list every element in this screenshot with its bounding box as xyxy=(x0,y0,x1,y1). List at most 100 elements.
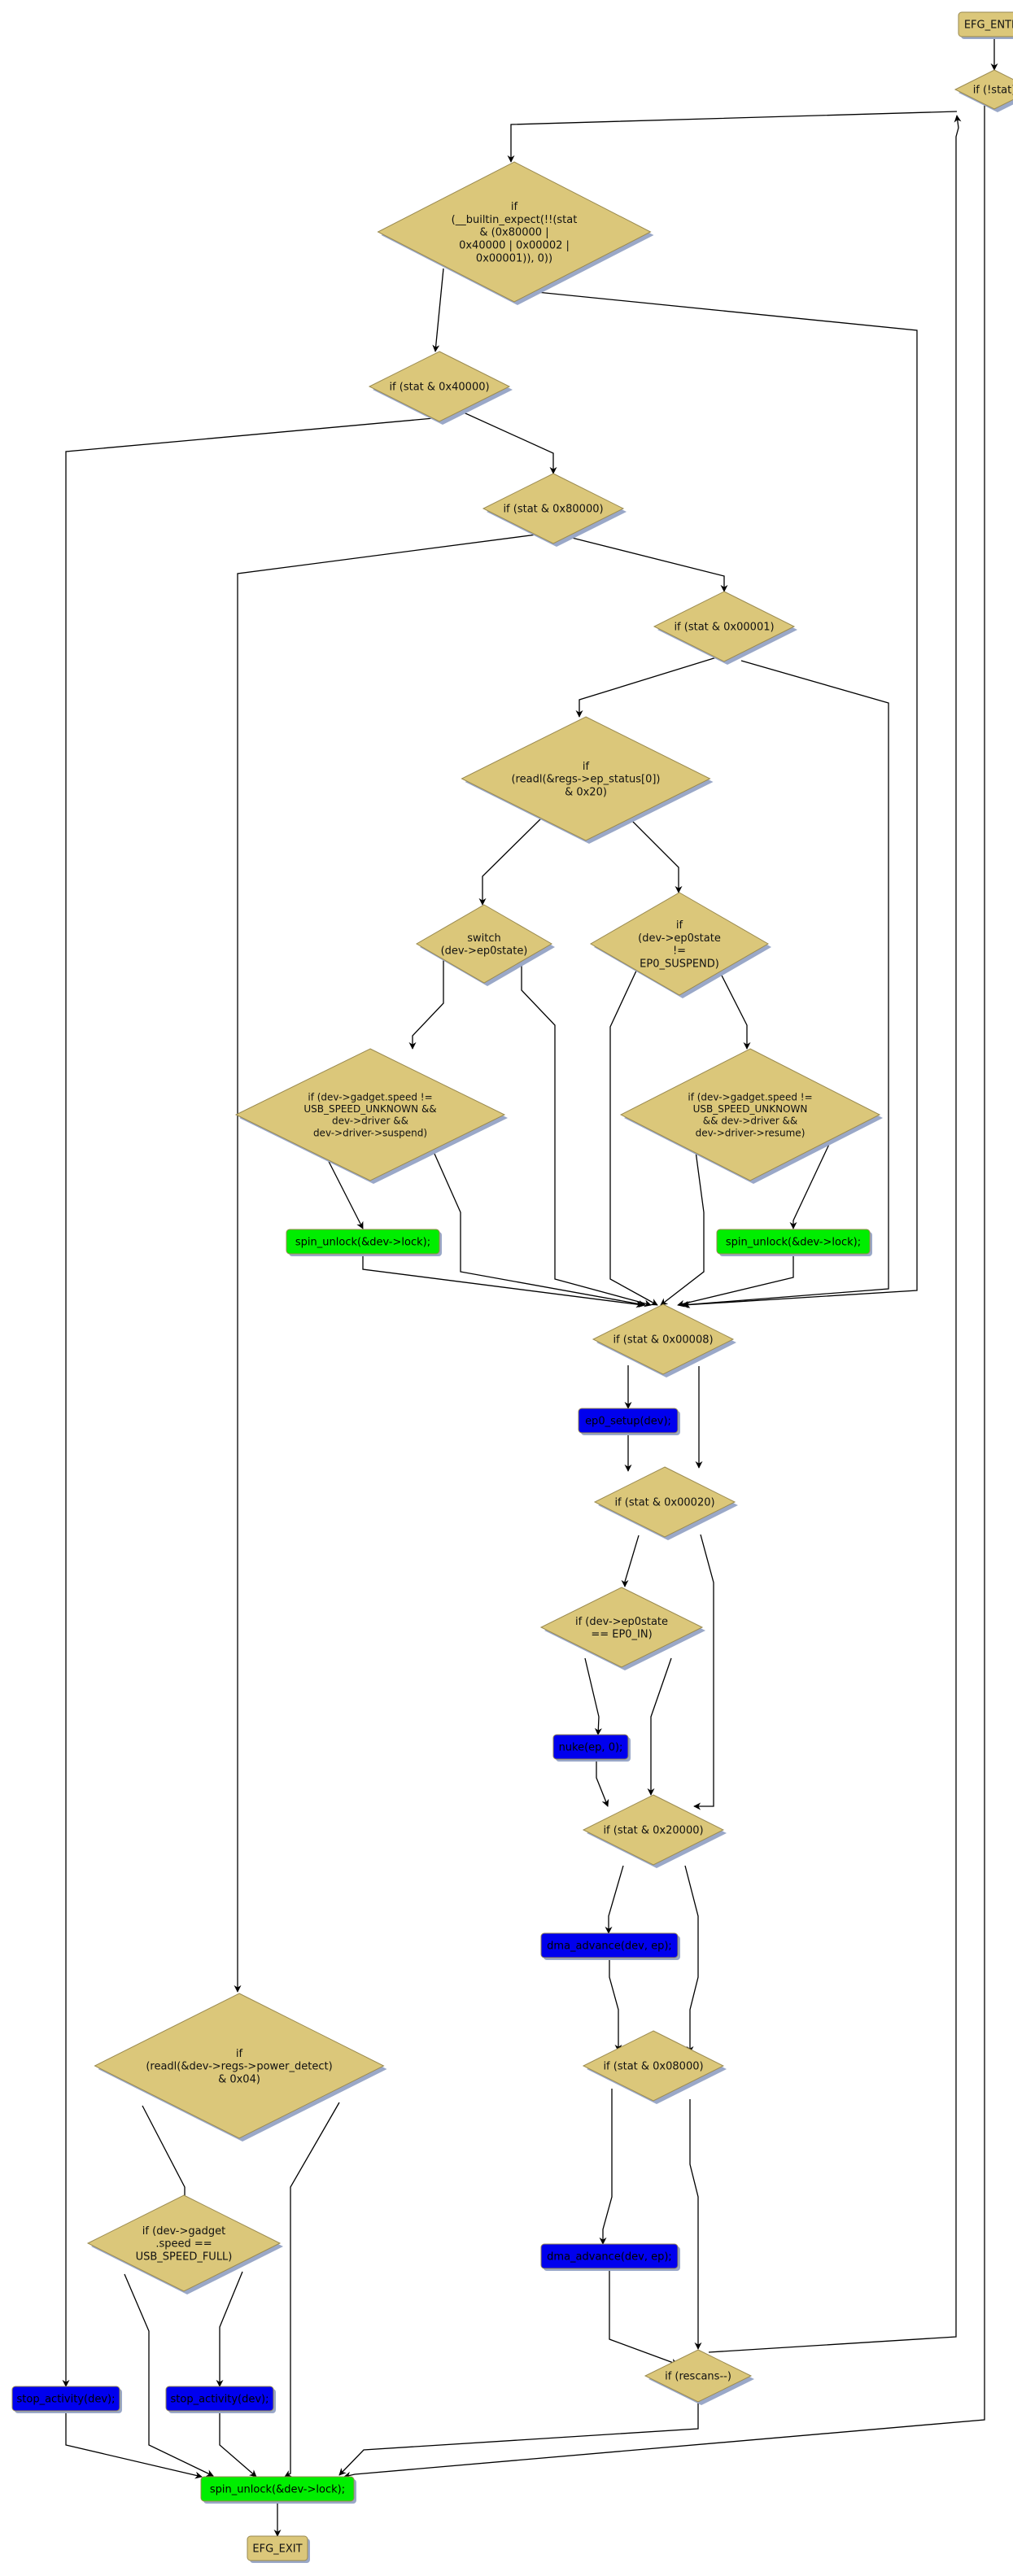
edge-not-stat-to-unlock-final xyxy=(343,98,985,2479)
node-label-line: spin_unlock(&dev->lock); xyxy=(295,1237,430,1249)
node-ep0-in[interactable]: if (dev->ep0state== EP0_IN) xyxy=(539,1587,705,1670)
node-label-line: dma_advance(dev, ep); xyxy=(547,1941,672,1953)
edge-builtin-expect-to-stat-00008 xyxy=(512,289,918,1308)
edge-stat-40000-to-stop-activity-1 xyxy=(62,417,434,2387)
edge-unlock-suspend-to-stat-00008 xyxy=(362,1254,644,1308)
nodes-layer: EFG_ENTRYif (!stat)if(__builtin_expect(!… xyxy=(11,11,1013,2563)
node-stat-00008[interactable]: if (stat & 0x00008) xyxy=(592,1303,736,1378)
node-label-line: 0x00001)), 0)) xyxy=(476,252,552,264)
node-label-line: && dev->driver && xyxy=(703,1116,798,1127)
node-label-line: if (stat & 0x80000) xyxy=(503,504,603,516)
node-label-line: stop_activity(dev); xyxy=(17,2394,116,2406)
node-nuke[interactable]: nuke(ep, 0); xyxy=(552,1734,631,1762)
decision-diamond xyxy=(539,1587,704,1668)
node-switch-ep0[interactable]: switch(dev->ep0state) xyxy=(416,904,555,986)
edge-ep-status-to-switch-ep0 xyxy=(478,815,544,906)
node-entry[interactable]: EFG_ENTRY xyxy=(958,11,1013,39)
node-speed-resume[interactable]: if (dev->gadget.speed !=USB_SPEED_UNKNOW… xyxy=(619,1048,883,1184)
decision-diamond xyxy=(653,591,796,662)
terminal-box xyxy=(247,2535,308,2561)
node-exit[interactable]: EFG_EXIT xyxy=(247,2535,310,2563)
decision-diamond xyxy=(368,351,511,422)
edge-dma-advance-2-to-rescans xyxy=(609,2268,679,2366)
node-label-line: if (stat & 0x08000) xyxy=(603,2061,703,2073)
node-builtin-expect[interactable]: if(__builtin_expect(!!(stat& (0x80000 |0… xyxy=(377,161,654,305)
node-label-line: if xyxy=(511,201,518,213)
node-label-line: if (stat & 0x20000) xyxy=(603,1825,703,1837)
node-ep-status[interactable]: if(readl(&regs->ep_status[0])& 0x20) xyxy=(461,716,714,844)
node-label-line: spin_unlock(&dev->lock); xyxy=(210,2484,345,2496)
decision-diamond xyxy=(482,473,625,544)
node-label-line: if xyxy=(236,2048,243,2060)
node-label-line: & 0x20) xyxy=(565,787,607,799)
edge-stat-80000-to-stat-00001 xyxy=(565,535,728,592)
decision-diamond xyxy=(86,2194,282,2292)
edge-speed-full-to-stop-activity-2 xyxy=(216,2271,243,2387)
node-unlock-resume[interactable]: spin_unlock(&dev->lock); xyxy=(716,1229,872,1256)
node-speed-full[interactable]: if (dev->gadget.speed ==USB_SPEED_FULL) xyxy=(86,2194,283,2294)
node-unlock-final[interactable]: spin_unlock(&dev->lock); xyxy=(200,2476,356,2504)
node-label-line: USB_SPEED_FULL) xyxy=(136,2251,233,2264)
node-dma-advance-2[interactable]: dma_advance(dev, ep); xyxy=(540,2243,680,2271)
edge-ep0-in-to-stat-20000 xyxy=(647,1657,672,1796)
node-label-line: if (stat & 0x40000) xyxy=(389,382,489,394)
edge-switch-ep0-to-speed-suspend xyxy=(408,956,444,1050)
node-label-line: (__builtin_expect(!!(stat xyxy=(452,214,578,226)
node-label-line: != xyxy=(673,945,686,958)
node-stat-00020[interactable]: if (stat & 0x00020) xyxy=(593,1466,738,1540)
node-label-line: dma_advance(dev, ep); xyxy=(547,2251,672,2264)
edge-stat-00020-to-ep0-in xyxy=(621,1535,640,1587)
edge-speed-resume-to-unlock-resume xyxy=(789,1138,832,1229)
node-power-detect[interactable]: if(readl(&dev->regs->power_detect)& 0x04… xyxy=(94,1993,387,2142)
lock-box xyxy=(716,1229,871,1255)
node-ep0-setup[interactable]: ep0_setup(dev); xyxy=(578,1408,680,1435)
action-box xyxy=(578,1408,679,1434)
edge-unlock-resume-to-stat-00008 xyxy=(677,1254,794,1308)
node-dma-advance-1[interactable]: dma_advance(dev, ep); xyxy=(540,1932,680,1960)
decision-diamond xyxy=(619,1048,881,1181)
decision-diamond xyxy=(593,1466,736,1538)
action-box xyxy=(165,2386,274,2412)
node-stat-20000[interactable]: if (stat & 0x20000) xyxy=(582,1794,727,1868)
node-stop-activity-2[interactable]: stop_activity(dev); xyxy=(165,2386,276,2413)
node-stop-activity-1[interactable]: stop_activity(dev); xyxy=(11,2386,122,2413)
node-stat-40000[interactable]: if (stat & 0x40000) xyxy=(368,351,513,425)
node-stat-80000[interactable]: if (stat & 0x80000) xyxy=(482,473,627,547)
node-label-line: (readl(&regs->ep_status[0]) xyxy=(511,774,660,786)
edge-speed-resume-to-stat-00008 xyxy=(660,1138,705,1306)
node-label-line: if (rescans--) xyxy=(665,2371,731,2383)
node-label-line: if (stat & 0x00001) xyxy=(674,622,774,634)
node-stat-00001[interactable]: if (stat & 0x00001) xyxy=(653,591,797,665)
node-unlock-suspend[interactable]: spin_unlock(&dev->lock); xyxy=(286,1229,442,1256)
node-label-line: if xyxy=(583,761,590,773)
action-box xyxy=(540,1932,679,1958)
action-box xyxy=(540,2243,679,2269)
node-label-line: spin_unlock(&dev->lock); xyxy=(726,1237,861,1249)
node-rescans[interactable]: if (rescans--) xyxy=(644,2349,754,2405)
edge-switch-ep0-to-stat-00008 xyxy=(521,957,652,1308)
node-label-line: if (dev->ep0state xyxy=(575,1616,668,1628)
node-stat-08000[interactable]: if (stat & 0x08000) xyxy=(582,2030,727,2104)
terminal-box xyxy=(958,11,1013,37)
node-ep0-not-suspend[interactable]: if(dev->ep0state!=EP0_SUSPEND) xyxy=(590,892,771,998)
node-label-line: ep0_setup(dev); xyxy=(585,1416,671,1428)
edge-stat-00001-to-stat-00008 xyxy=(681,660,889,1308)
node-label-line: if (stat & 0x00020) xyxy=(614,1497,714,1509)
node-label-line: (dev->ep0state xyxy=(638,932,721,945)
node-label-line: (readl(&dev->regs->power_detect) xyxy=(146,2061,332,2073)
decision-diamond xyxy=(954,69,1013,110)
node-label-line: == EP0_IN) xyxy=(591,1629,652,1641)
node-label-line: if (dev->gadget xyxy=(142,2225,225,2238)
decision-diamond xyxy=(582,2030,725,2102)
lock-box xyxy=(200,2476,355,2502)
edge-power-detect-to-speed-full xyxy=(142,2105,189,2207)
edge-stat-20000-to-stat-08000 xyxy=(684,1865,699,2054)
edge-stat-80000-to-power-detect xyxy=(234,533,544,1993)
node-speed-suspend[interactable]: if (dev->gadget.speed !=USB_SPEED_UNKNOW… xyxy=(234,1048,508,1184)
node-not-stat[interactable]: if (!stat) xyxy=(954,69,1013,112)
node-label-line: dev->driver && xyxy=(332,1116,408,1127)
node-label-line: & 0x04) xyxy=(218,2074,260,2086)
lock-box xyxy=(286,1229,440,1255)
action-box xyxy=(552,1734,629,1760)
